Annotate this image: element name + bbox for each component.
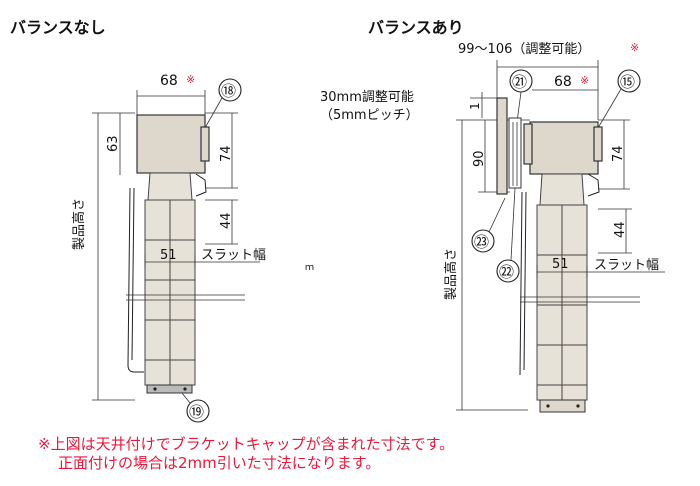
- left-part-19: ⑲: [189, 403, 204, 421]
- left-width-mark: ※: [186, 73, 195, 86]
- right-title: バランスあり: [368, 18, 464, 37]
- right-width-dim: 68: [554, 74, 572, 90]
- right-part-21: ㉑: [512, 73, 527, 91]
- right-adjust-label: 30mm調整可能: [320, 90, 414, 105]
- right-part-22: ㉒: [499, 263, 514, 281]
- left-width-dim: 68: [160, 73, 178, 89]
- right-part-23: ㉓: [474, 233, 489, 251]
- right-range-dim: 99～106（調整可能）: [458, 42, 590, 57]
- left-head-dim: 63: [106, 135, 121, 152]
- right-adjust-pitch: （5mmピッチ）: [320, 108, 419, 123]
- left-slat-label: スラット幅: [201, 248, 266, 263]
- right-small-dim: 1: [468, 102, 482, 110]
- right-valance-dim: 90: [472, 150, 487, 167]
- right-width-mark: ※: [580, 74, 589, 87]
- left-part-18: ⑱: [221, 82, 236, 100]
- right-bracket-dim: 74: [611, 145, 626, 162]
- right-part-15: ⑮: [620, 73, 635, 91]
- note-line-2: 正面付けの場合は2mm引いた寸法になります。: [58, 454, 380, 472]
- right-range-mark: ※: [630, 41, 639, 54]
- left-slat-dim: 51: [160, 248, 177, 263]
- note-line-1: ※上図は天井付けでブラケットキャップが含まれた寸法です。: [38, 435, 454, 453]
- left-height-label: 製品高さ: [71, 198, 87, 250]
- left-bracket-dim: 74: [219, 145, 234, 162]
- right-lower-dim: 44: [613, 221, 628, 238]
- right-slat-dim: 51: [552, 257, 569, 272]
- center-mark: ｍ: [305, 263, 314, 273]
- right-slat-label: スラット幅: [594, 258, 659, 273]
- right-height-label: 製品高さ: [443, 248, 459, 300]
- left-title: バランスなし: [10, 18, 106, 37]
- left-lower-dim: 44: [219, 212, 234, 229]
